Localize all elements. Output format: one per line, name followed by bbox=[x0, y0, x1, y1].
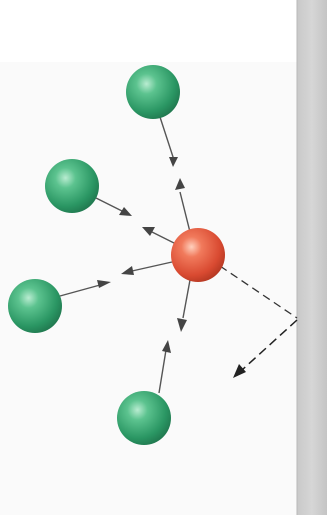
particle-bottom bbox=[117, 391, 171, 445]
wall bbox=[297, 0, 327, 515]
particle-top bbox=[126, 65, 180, 119]
particle-lower-left bbox=[8, 279, 62, 333]
particle-center bbox=[171, 228, 225, 282]
particle-upper-left bbox=[45, 159, 99, 213]
